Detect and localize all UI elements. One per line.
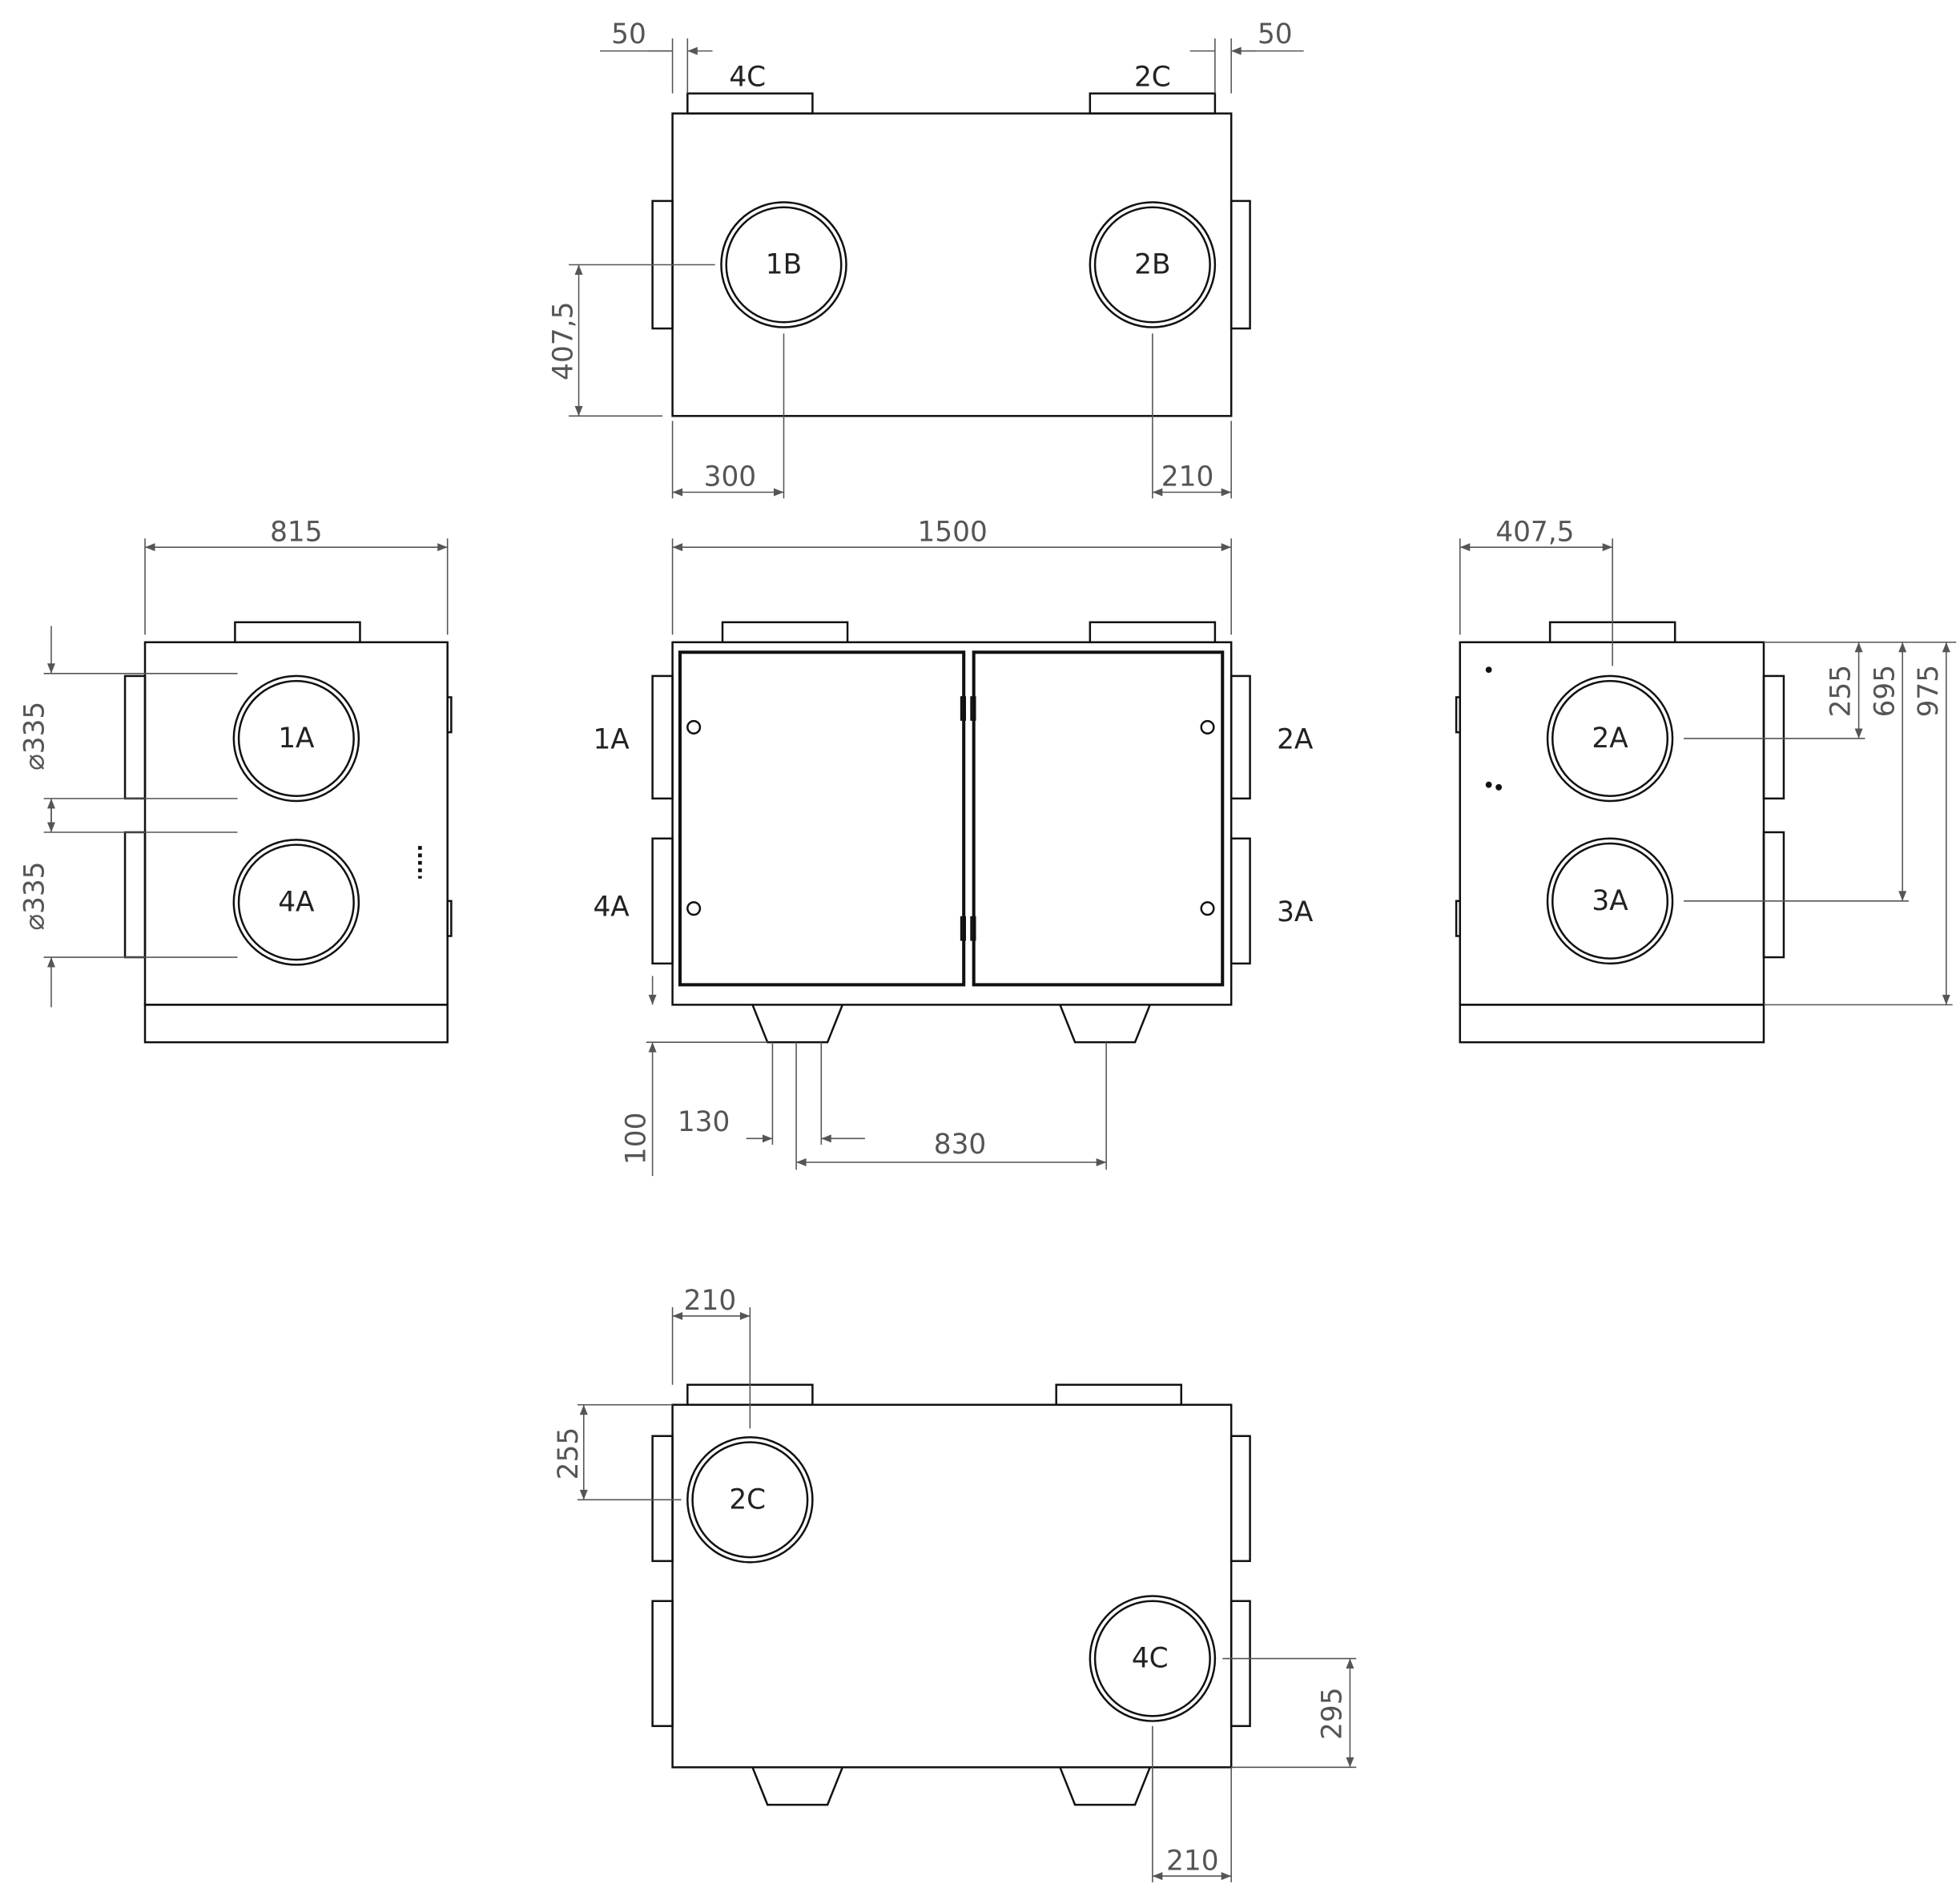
dim-label: 210 <box>1166 1845 1219 1877</box>
port-label: 2A <box>1592 723 1628 755</box>
dim-label: 407,5 <box>1495 516 1574 548</box>
dim-label: ⌀335 <box>19 702 51 771</box>
port-label: 4A <box>278 886 315 918</box>
top-view: 4C 2C 1B 2B 50 50 407,5 300 210 <box>548 18 1304 499</box>
port-label: 4C <box>729 61 766 93</box>
dim-label: 50 <box>611 18 646 50</box>
port-label: 1B <box>766 249 802 281</box>
dim-label: 255 <box>1825 665 1857 718</box>
dim-label: 300 <box>704 461 757 493</box>
dim-label: 815 <box>270 516 323 548</box>
port-label: 1A <box>278 723 315 755</box>
left-view: 1A 4A 815 ⌀335 ⌀335 <box>19 516 453 1044</box>
dim-label: 975 <box>1913 665 1945 718</box>
dimension-lines <box>577 1307 1357 1882</box>
bottom-view: 2C 4C 210 255 295 210 <box>553 1285 1357 1882</box>
dimension-lines <box>43 538 449 1008</box>
port-label: 2C <box>729 1483 766 1516</box>
port-label: 2A <box>1277 724 1314 756</box>
dim-label: 130 <box>678 1106 730 1138</box>
dim-label: 100 <box>620 1113 652 1165</box>
dim-label: 210 <box>684 1285 737 1317</box>
port-label: 3A <box>1592 885 1628 917</box>
port-label: 3A <box>1277 896 1314 928</box>
port-label: 2C <box>1134 61 1171 93</box>
dim-label: 210 <box>1161 461 1214 493</box>
port-label: 1A <box>593 724 630 756</box>
dim-label: 255 <box>553 1427 585 1480</box>
dim-label: 295 <box>1317 1687 1349 1740</box>
dimension-lines <box>569 38 1304 499</box>
dimension-lines <box>1459 538 1957 1006</box>
dimension-lines <box>646 538 1232 1177</box>
dim-label: 1500 <box>917 516 987 548</box>
dim-label: 695 <box>1869 665 1901 718</box>
dim-label: 50 <box>1258 18 1293 50</box>
port-label: 4C <box>1132 1643 1169 1675</box>
dim-label: 830 <box>934 1129 987 1161</box>
port-label: 2B <box>1134 249 1170 281</box>
dim-label: 407,5 <box>548 302 580 380</box>
front-view: 1A 4A 2A 3A 1500 100 130 830 <box>593 516 1314 1177</box>
right-view: 2A 3A 407,5 255 695 975 <box>1455 516 1957 1044</box>
port-label: 4A <box>593 892 630 924</box>
dim-label: ⌀335 <box>19 861 51 930</box>
